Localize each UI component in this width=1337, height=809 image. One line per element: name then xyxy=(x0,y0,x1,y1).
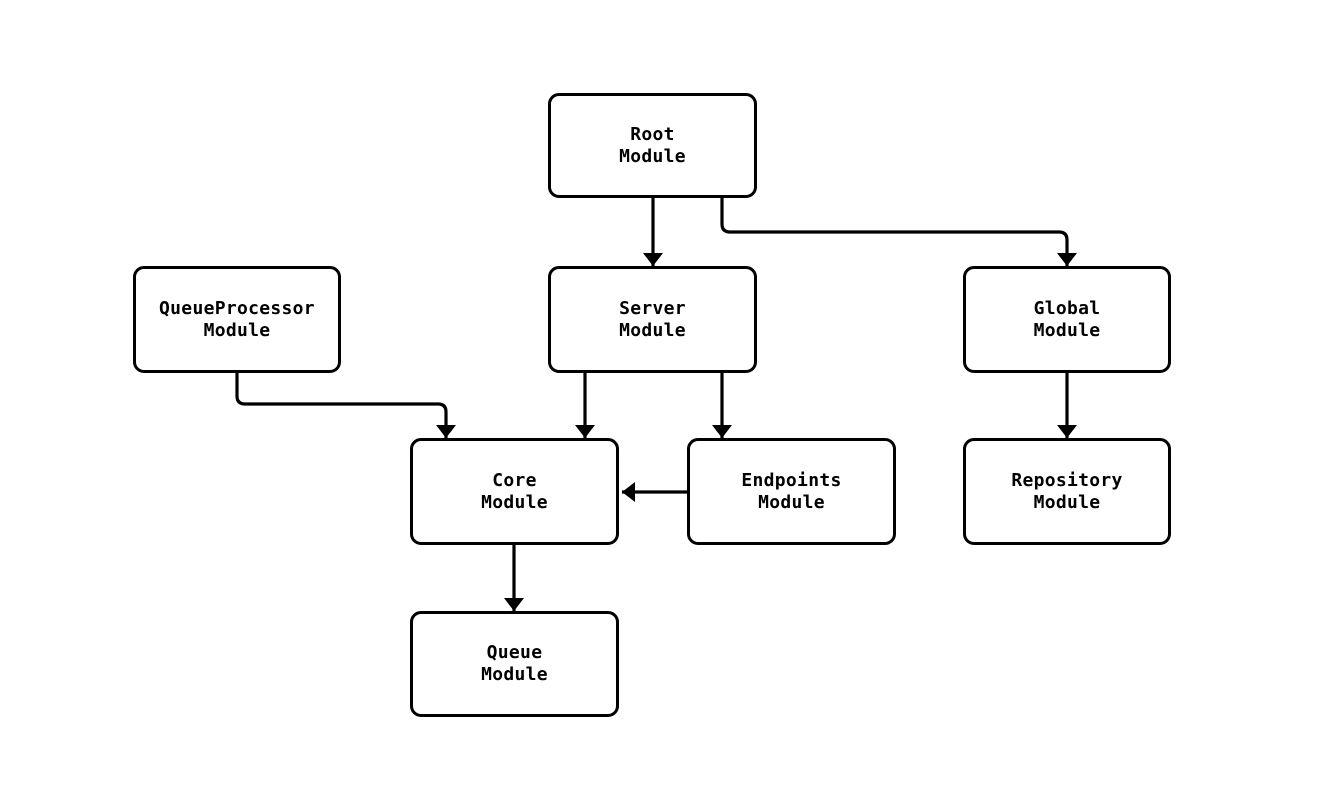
node-queue-module: Queue Module xyxy=(410,611,619,717)
node-label-endpoints-module: Endpoints Module xyxy=(741,469,842,513)
node-label-core-module: Core Module xyxy=(481,469,548,513)
node-label-queue-module: Queue Module xyxy=(481,642,548,685)
edge-group xyxy=(235,198,1077,611)
node-global-module: Global Module xyxy=(963,266,1171,373)
node-core-module: Core Module xyxy=(410,438,619,545)
node-label-queueprocessor-module: QueueProcessor Module xyxy=(159,297,315,341)
node-label-global-module: Global Module xyxy=(1033,297,1101,341)
node-queueprocessor-module: QueueProcessor Module xyxy=(133,266,341,373)
edge-queueprocessor-to-core xyxy=(235,373,456,438)
edge-root-to-global xyxy=(720,198,1077,266)
node-server-module: Server Module xyxy=(548,266,757,373)
node-root-module: Root Module xyxy=(548,93,757,198)
node-label-root-module: Root Module xyxy=(619,123,686,167)
node-label-repository-module: Repository Module xyxy=(1011,469,1123,513)
node-label-server-module: Server Module xyxy=(619,297,686,341)
node-repository-module: Repository Module xyxy=(963,438,1171,545)
node-endpoints-module: Endpoints Module xyxy=(687,438,896,545)
